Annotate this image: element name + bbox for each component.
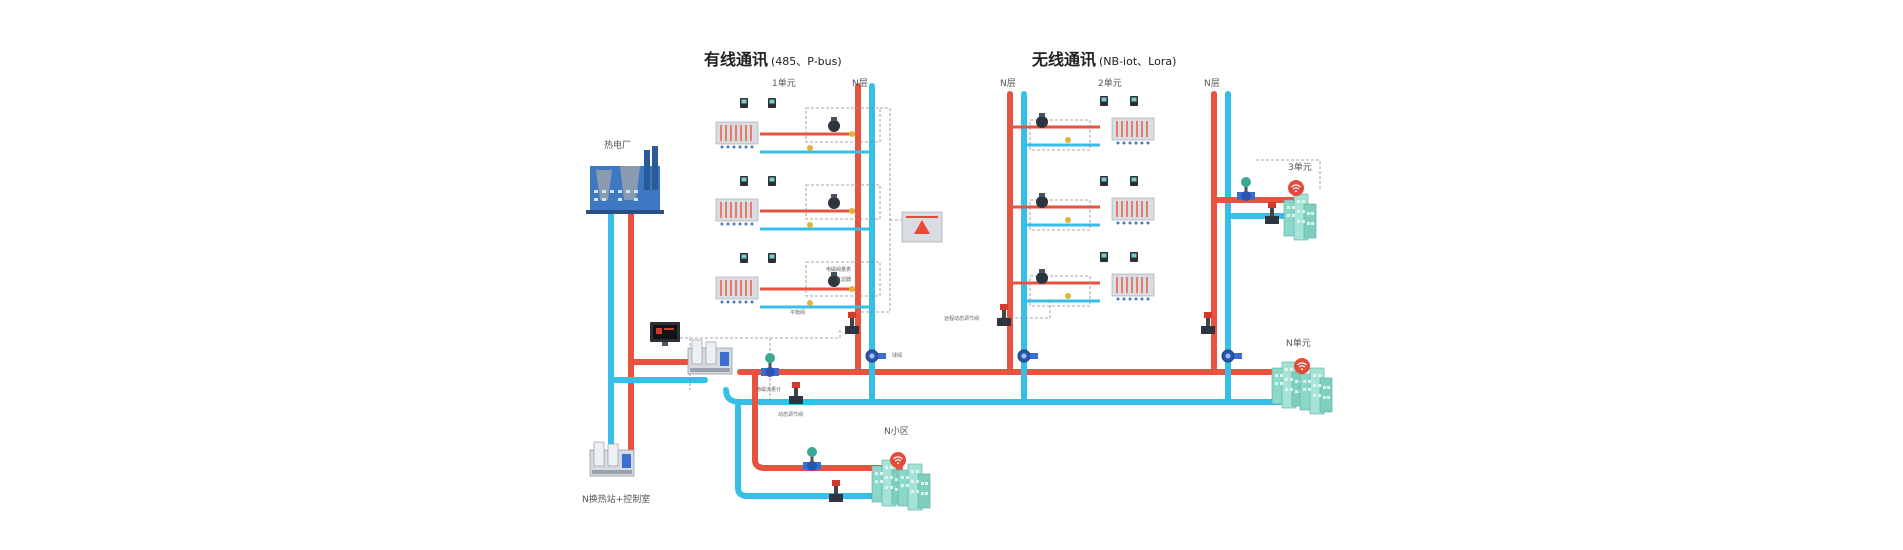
balance-valve-label: 平衡阀 — [790, 310, 806, 316]
wired-title: 有线通讯(485、P-bus) — [704, 46, 842, 70]
floor-branches — [760, 125, 1100, 309]
control-cabinet-icon — [901, 211, 943, 243]
dyn-valve-label: 动态调节阀 — [778, 412, 804, 418]
control-room-icon — [589, 441, 635, 477]
remote-valve-label: 远程动态调节阀 — [944, 316, 980, 322]
floor-n-label-c: N层 — [1204, 79, 1220, 89]
signal-lines — [660, 107, 1321, 400]
wired-title-main: 有线通讯 — [704, 50, 769, 69]
ball-valve-label: 球阀 — [892, 353, 903, 359]
district-n-building — [871, 451, 931, 511]
substation-icon — [687, 339, 733, 375]
unit2-label: 2单元 — [1098, 79, 1122, 89]
unit-n-label: N单元 — [1286, 339, 1311, 349]
unit3-building — [1283, 179, 1317, 241]
main-pipes — [608, 83, 1303, 499]
filter-label: 过滤器 — [836, 277, 852, 283]
station-label: N换热站+控制室 — [582, 495, 651, 505]
district-n-label: N小区 — [884, 427, 909, 437]
wireless-title-sub: (NB-iot、Lora) — [1099, 55, 1177, 68]
unit2-floors — [1036, 96, 1155, 302]
monitor-icon — [650, 322, 680, 346]
unit1-floors — [715, 98, 855, 306]
solenoid-label: 电磁阀量表 — [826, 267, 852, 273]
power-plant-label: 热电厂 — [604, 141, 632, 151]
wireless-title-main: 无线通讯 — [1032, 50, 1097, 69]
elec-flowmeter-label: 电磁流量计 — [756, 387, 782, 393]
power-plant-icon — [586, 146, 664, 214]
unit1-label: 1单元 — [772, 79, 796, 89]
unit3-label: 3单元 — [1288, 163, 1312, 173]
wireless-title: 无线通讯(NB-iot、Lora) — [1032, 46, 1176, 70]
valves — [761, 177, 1279, 502]
floor-n-label-b: N层 — [1000, 79, 1016, 89]
unitn-building — [1271, 357, 1333, 415]
floor-n-label-a: N层 — [852, 79, 868, 89]
wired-title-sub: (485、P-bus) — [771, 55, 842, 68]
